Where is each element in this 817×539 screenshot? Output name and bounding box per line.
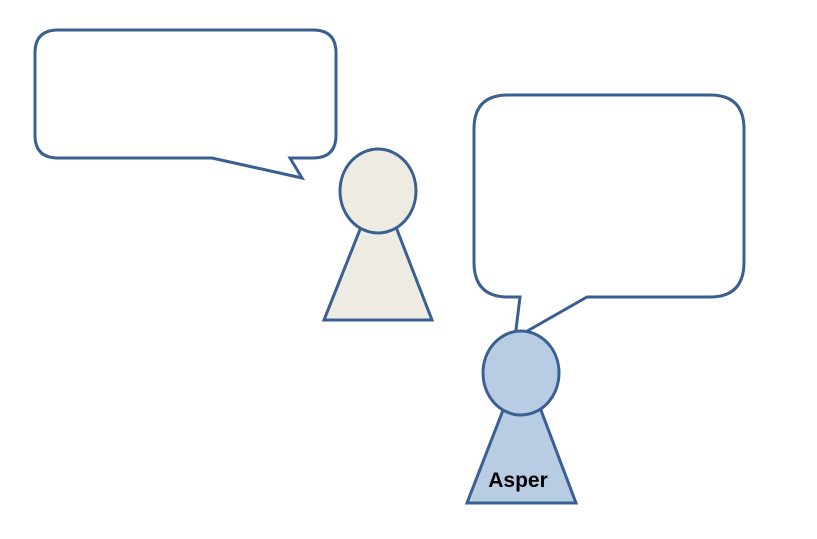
person-right: Asper xyxy=(464,329,579,505)
speech-bubble-left-shape xyxy=(33,28,338,181)
person-left-body xyxy=(321,220,435,322)
speech-bubble-right-shape xyxy=(472,93,746,341)
person-left-head xyxy=(338,147,418,235)
person-right-head xyxy=(481,329,561,417)
speech-bubble-left xyxy=(33,28,338,181)
person-left xyxy=(321,147,435,322)
speech-bubble-right xyxy=(472,93,746,341)
person-right-label: Asper xyxy=(488,469,548,492)
